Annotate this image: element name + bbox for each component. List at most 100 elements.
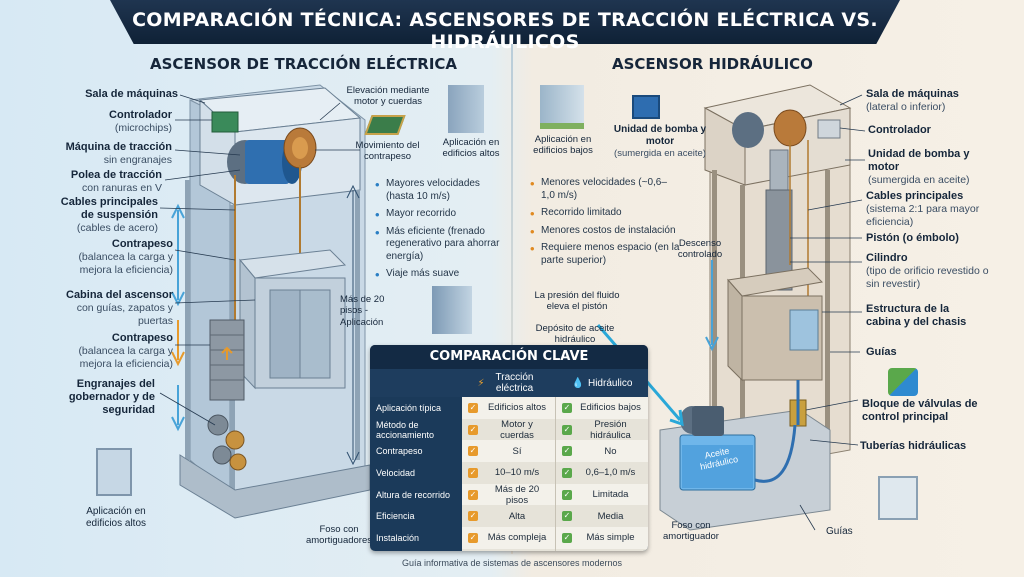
check-icon: ✓ — [562, 402, 572, 413]
row-key: Velocidad — [370, 462, 462, 484]
table-header: ⚡Tracción eléctrica 💧Hidráulico — [370, 369, 648, 397]
row-traction: ✓Más compleja — [462, 527, 556, 549]
hyd-label-guides: Guías — [866, 346, 897, 358]
check-icon: ✓ — [468, 402, 478, 413]
check-icon: ✓ — [562, 489, 572, 500]
hydraulic-sheave — [732, 112, 764, 148]
check-icon: ✓ — [468, 446, 478, 457]
header-hydraulic: 💧Hidráulico — [571, 377, 633, 389]
row-key: Contrapeso — [370, 440, 462, 463]
bolt-icon: ⚡ — [477, 377, 485, 389]
panel-divider — [511, 44, 513, 554]
row-hydraulic: ✓Presión hidráulica — [562, 418, 631, 441]
table-row: Altura de recorrido✓Más de 20 pisos ✓Limi… — [370, 484, 648, 506]
traction-adv-2: Mayor recorrido — [375, 207, 510, 223]
callout-app-tall: Aplicación en edificios altos — [442, 137, 500, 160]
check-icon: ✓ — [562, 424, 572, 435]
table-row: Método de accionamiento✓Motor y cuerdas✓… — [370, 419, 648, 441]
row-key: Eficiencia — [370, 505, 462, 528]
row-traction: ✓Sí — [462, 440, 556, 463]
guide-rail-icon — [878, 476, 918, 520]
guides-bottom-label: Guías — [826, 526, 853, 537]
traction-adv-1: Mayores velocidades (hasta 10 m/s) — [375, 177, 510, 203]
table-title: COMPARACIÓN CLAVE — [370, 345, 648, 369]
check-icon: ✓ — [562, 467, 572, 478]
table-row: Eficiencia✓Alta✓Media — [370, 505, 648, 528]
fluid-pressure-label: La presión del fluido eleva el pistón — [534, 290, 620, 313]
table-row: Aplicación típica✓Edificios altos✓Edific… — [370, 397, 648, 419]
check-icon: ✓ — [468, 424, 478, 435]
hydraulic-title: ASCENSOR HIDRÁULICO — [612, 55, 813, 73]
check-icon: ✓ — [562, 511, 572, 522]
row-key: Método de accionamiento — [370, 418, 462, 441]
traction-adv-4: Viaje más suave — [375, 267, 510, 283]
row-key: Altura de recorrido — [370, 483, 462, 506]
hydraulic-car — [727, 267, 824, 382]
row-key: Mantenimiento — [370, 548, 462, 551]
row-traction: ✓10–10 m/s — [462, 462, 556, 484]
row-hydraulic: ✓Media — [562, 510, 624, 522]
row-hydraulic: ✓Bajo — [556, 549, 648, 551]
governor-gears — [207, 414, 247, 471]
hydraulic-char-1: Menores velocidades (~0,6–1,0 m/s) — [530, 176, 680, 202]
valve-icon — [888, 368, 918, 396]
label-machine-room: Sala de máquinas — [85, 88, 178, 100]
hyd-label-cables: Cables principales(sistema 2:1 para mayo… — [866, 190, 980, 228]
label-counterweight-2: Contrapeso(balancea la carga y mejora la… — [78, 332, 173, 370]
hyd-label-machine-room: Sala de máquinas(lateral o inferior) — [866, 88, 959, 114]
table-row: Velocidad✓10–10 m/s ✓0,6–1,0 m/s — [370, 462, 648, 484]
check-icon: ✓ — [468, 511, 478, 522]
label-counterweight-1: Contrapeso(balancea la carga y mejora la… — [78, 238, 173, 276]
check-icon: ✓ — [468, 489, 478, 500]
row-traction: ✓Edificios altos — [462, 397, 556, 419]
hyd-label-valve: Bloque de válvulas de control principal — [862, 398, 978, 424]
check-icon: ✓ — [468, 467, 478, 478]
skyscraper-icon — [432, 286, 472, 334]
hyd-label-pipes: Tuberías hidráulicas — [860, 440, 967, 452]
descent-label: Descenso controlado — [677, 238, 723, 261]
row-traction: ✓Más de 20 pisos — [462, 484, 556, 506]
hydraulic-controller-box — [817, 119, 841, 139]
oil-tank — [679, 434, 756, 491]
cylinder-piston — [765, 149, 793, 291]
hydraulic-pit-label: Foso con amortiguador — [663, 520, 719, 543]
label-controller: Controlador(microchips) — [109, 109, 172, 135]
row-traction: ✓Motor y cuerdas — [462, 419, 556, 441]
hyd-label-pump: Unidad de bomba y motor(sumergida en ace… — [868, 148, 970, 187]
hyd-label-controller: Controlador — [868, 124, 931, 136]
table-row: Contrapeso✓Sí✓No — [370, 440, 648, 463]
label-suspension-cables: Cables principales de suspensión(cables … — [60, 196, 158, 235]
callout-pump-unit: Unidad de bomba y motor(sumergida en ace… — [613, 124, 707, 159]
hyd-label-car-frame: Estructura de la cabina y del chasis — [866, 303, 967, 329]
page-title: COMPARACIÓN TÉCNICA: ASCENSORES DE TRACC… — [132, 9, 878, 53]
check-icon: ✓ — [562, 532, 572, 543]
bottom-app-tall: Aplicación en edificios altos — [85, 506, 147, 529]
drop-icon: 💧 — [571, 377, 584, 389]
check-icon: ✓ — [562, 446, 572, 457]
traction-adv-3: Más eficiente (frenado regenerativo para… — [375, 225, 510, 264]
hydraulic-char-3: Menores costos de instalación — [530, 224, 680, 240]
label-governor-gears: Engranajes del gobernador y de seguridad — [68, 378, 155, 417]
hydraulic-characteristics: Menores velocidades (~0,6–1,0 m/s) Recor… — [530, 176, 680, 272]
row-hydraulic: ✓0,6–1,0 m/s — [562, 467, 636, 479]
oil-tank-label: Depósito de aceite hidráulico — [535, 323, 615, 346]
callout-motor-ropes: Elevación mediante motor y cuerdas — [346, 85, 430, 108]
traction-motor — [227, 127, 317, 184]
low-building-icon — [540, 85, 584, 129]
traction-title: ASCENSOR DE TRACCIÓN ELÉCTRICA — [150, 55, 458, 73]
comparison-table: COMPARACIÓN CLAVE ⚡Tracción eléctrica 💧H… — [370, 345, 648, 551]
row-hydraulic: ✓Limitada — [562, 489, 629, 501]
row-key: Aplicación típica — [370, 397, 462, 419]
traction-advantages: Mayores velocidades (hasta 10 m/s) Mayor… — [375, 177, 510, 286]
hyd-label-cylinder: Cilindro(tipo de orificio revestido o si… — [866, 252, 989, 290]
tall-building-icon — [448, 85, 484, 133]
check-icon: ✓ — [468, 532, 478, 543]
table-body: Aplicación típica✓Edificios altos✓Edific… — [370, 397, 648, 551]
footer-note: Guía informativa de sistemas de ascensor… — [401, 558, 623, 568]
table-row: Instalación✓Más compleja✓Más simple — [370, 527, 648, 549]
